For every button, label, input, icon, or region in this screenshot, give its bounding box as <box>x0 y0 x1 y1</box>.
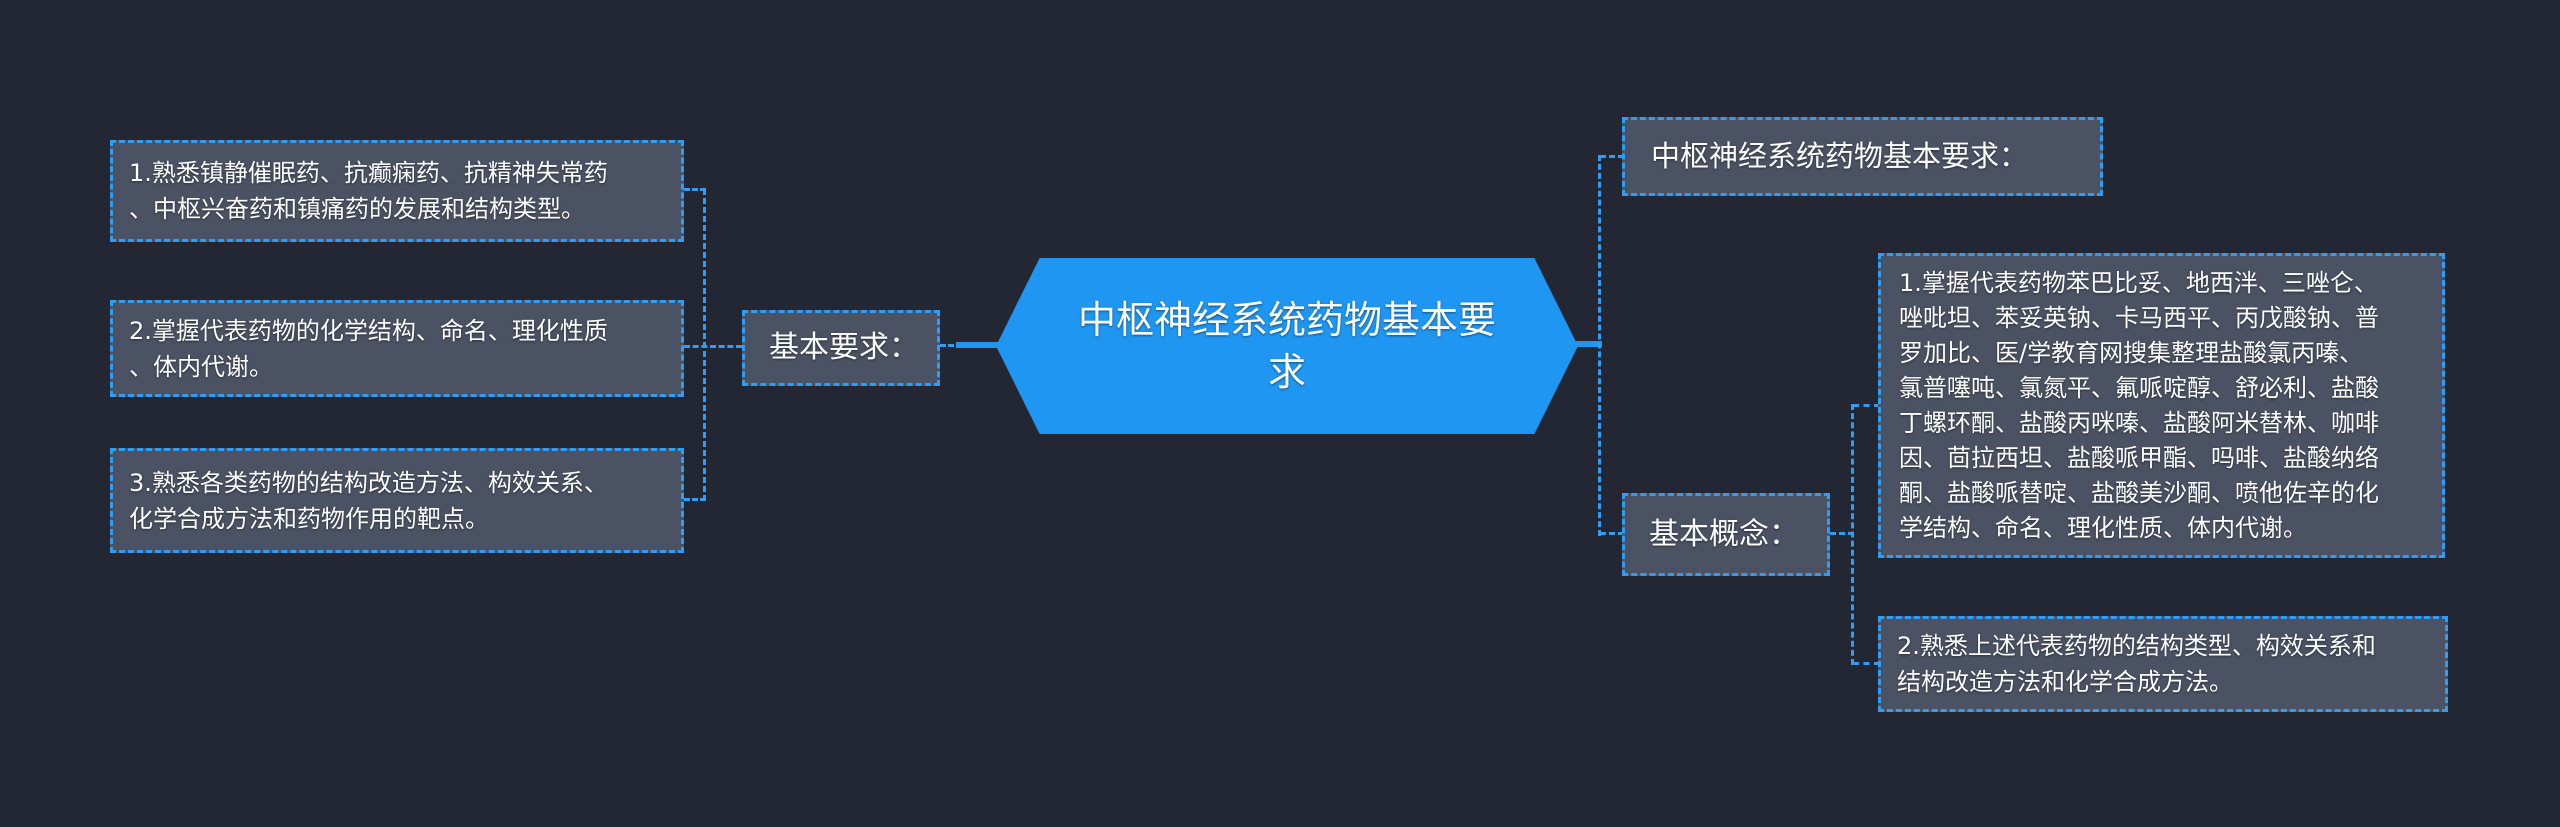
connector-right-solid-link <box>1576 341 1602 347</box>
basic-requirements-label-text: 基本要求： <box>769 330 919 365</box>
node-concept-1[interactable]: 1.掌握代表药物苯巴比妥、地西泮、三唑仑、 唑吡坦、苯妥英钠、卡马西平、丙戊酸钠… <box>1878 253 2445 558</box>
connector-right-stub-bottom <box>1600 532 1624 535</box>
node-concept-1-text: 1.掌握代表药物苯巴比妥、地西泮、三唑仑、 唑吡坦、苯妥英钠、卡马西平、丙戊酸钠… <box>1899 268 2379 542</box>
node-basic-requirements-label[interactable]: 基本要求： <box>742 310 940 386</box>
connector-left-stub-middle <box>684 345 742 348</box>
connector-concept-stub <box>1830 532 1854 535</box>
cns-header-text: 中枢神经系统药物基本要求： <box>1651 139 2029 173</box>
node-requirement-1[interactable]: 1.熟悉镇静催眠药、抗癫痫药、抗精神失常药 、中枢兴奋药和镇痛药的发展和结构类型… <box>110 140 684 242</box>
connector-concept-stub-bottom <box>1853 662 1880 665</box>
connector-left-label-stub <box>940 344 962 347</box>
central-topic-text: 中枢神经系统药物基本要 求 <box>1077 298 1496 394</box>
node-basic-concepts-label[interactable]: 基本概念： <box>1622 493 1830 576</box>
node-cns-header[interactable]: 中枢神经系统药物基本要求： <box>1622 117 2103 196</box>
connector-concept-stub-top <box>1853 404 1880 407</box>
connector-left-stub-bottom <box>684 498 706 501</box>
node-requirement-1-text: 1.熟悉镇静催眠药、抗癫痫药、抗精神失常药 、中枢兴奋药和镇痛药的发展和结构类型… <box>129 159 608 223</box>
connector-left-stub-top <box>684 188 706 191</box>
connector-left-solid-link <box>956 342 998 348</box>
node-requirement-2-text: 2.掌握代表药物的化学结构、命名、理化性质 、体内代谢。 <box>129 316 608 381</box>
basic-concepts-label-text: 基本概念： <box>1649 516 1799 552</box>
connector-concept-spine <box>1851 404 1854 665</box>
connector-right-stub-top <box>1600 155 1624 158</box>
node-concept-2-text: 2.熟悉上述代表药物的结构类型、构效关系和 结构改造方法和化学合成方法。 <box>1897 632 2376 696</box>
node-requirement-3[interactable]: 3.熟悉各类药物的结构改造方法、构效关系、 化学合成方法和药物作用的靶点。 <box>110 448 684 553</box>
node-concept-2[interactable]: 2.熟悉上述代表药物的结构类型、构效关系和 结构改造方法和化学合成方法。 <box>1878 616 2448 712</box>
node-central-topic[interactable]: 中枢神经系统药物基本要 求 <box>996 258 1578 434</box>
node-requirement-3-text: 3.熟悉各类药物的结构改造方法、构效关系、 化学合成方法和药物作用的靶点。 <box>129 468 608 533</box>
connector-right-spine <box>1598 155 1601 536</box>
node-requirement-2[interactable]: 2.掌握代表药物的化学结构、命名、理化性质 、体内代谢。 <box>110 300 684 397</box>
